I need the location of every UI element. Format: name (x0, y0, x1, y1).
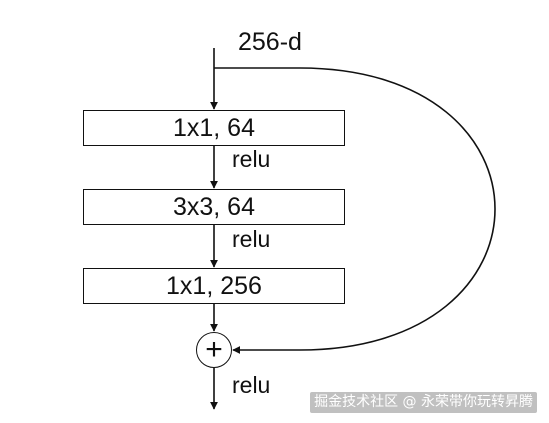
conv-layer-3: 1x1, 256 (83, 268, 345, 304)
conv-layer-1: 1x1, 64 (83, 110, 345, 146)
conv-layer-2: 3x3, 64 (83, 189, 345, 225)
input-dimension-label: 256-d (238, 28, 302, 56)
watermark: 掘金技术社区 @ 永荣带你玩转昇腾 (310, 392, 537, 413)
plus-icon: + (205, 333, 223, 366)
relu-label-1: relu (232, 146, 271, 172)
addition-node: + (196, 332, 232, 368)
identity-shortcut-arrow (214, 67, 496, 354)
relu-label-2: relu (232, 226, 271, 252)
relu-label-3: relu (232, 372, 271, 398)
